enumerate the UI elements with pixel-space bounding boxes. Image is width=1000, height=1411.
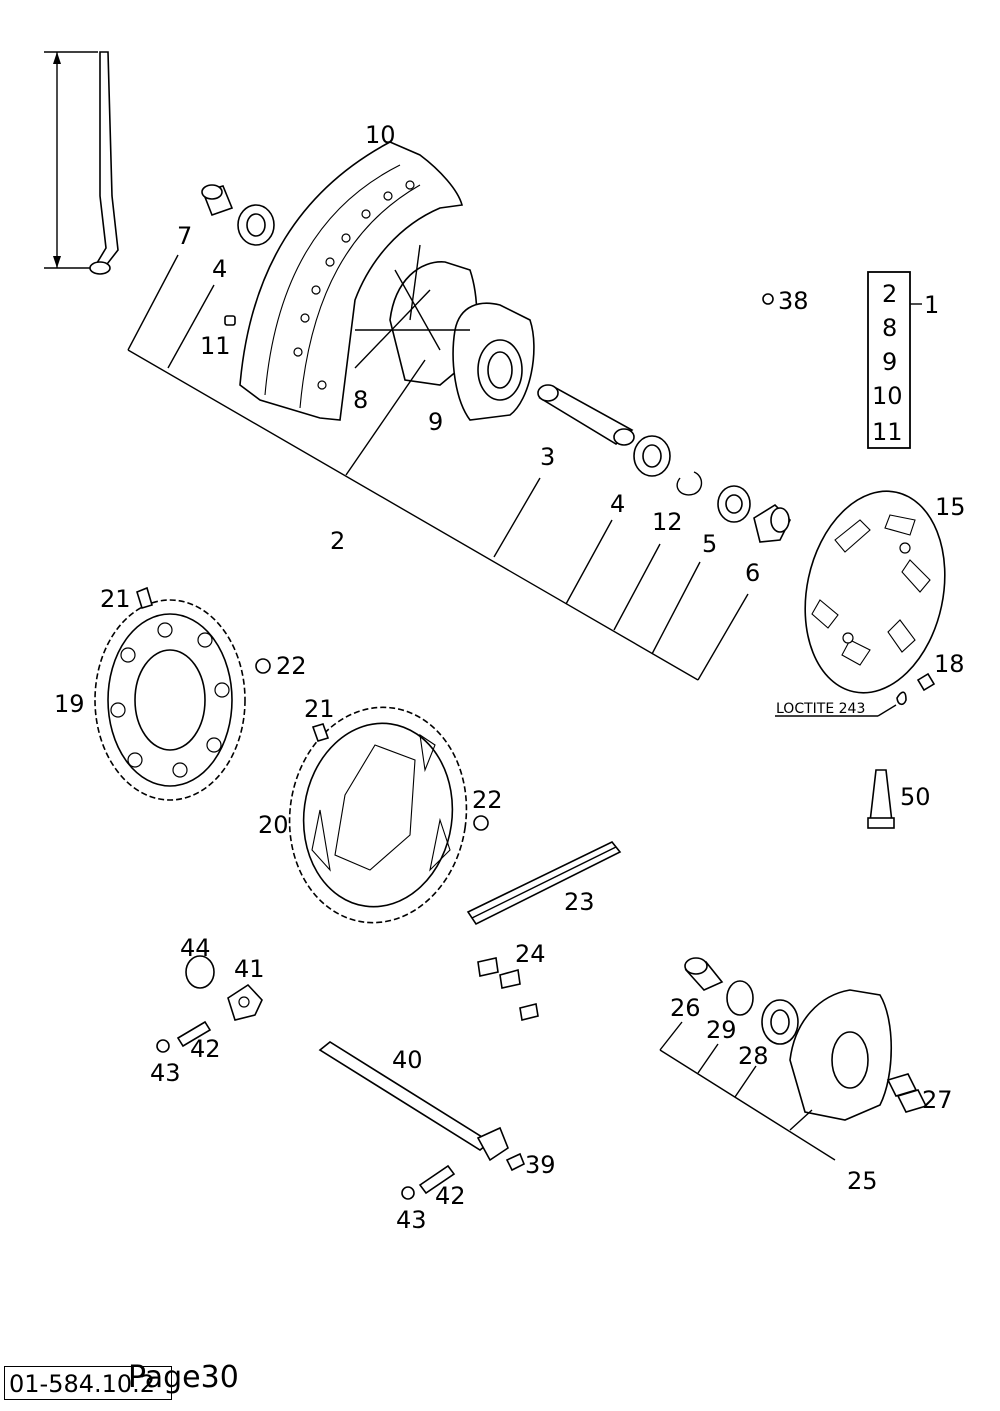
bolt-42-top xyxy=(176,1020,212,1048)
label-28: 28 xyxy=(738,1042,769,1070)
label-21-mid: 21 xyxy=(304,695,335,723)
label-22-top: 22 xyxy=(276,652,307,680)
shaft-seal xyxy=(717,485,751,523)
nut-43-bottom xyxy=(401,1186,415,1200)
label-2: 2 xyxy=(330,527,345,555)
label-38: 38 xyxy=(778,287,809,315)
chain-joint xyxy=(477,957,539,1021)
label-27: 27 xyxy=(922,1086,953,1114)
axle-cap-39 xyxy=(505,1152,526,1172)
label-43-top: 43 xyxy=(150,1059,181,1087)
axle-tube xyxy=(537,384,635,446)
leader-lines xyxy=(127,254,749,681)
brake-disc xyxy=(804,490,946,694)
disc-bolt xyxy=(896,672,936,706)
label-9-kit: 9 xyxy=(882,348,897,376)
bolt-42-bottom xyxy=(418,1164,456,1195)
spacer-bushing xyxy=(201,184,234,217)
label-21-top: 21 xyxy=(100,585,131,613)
label-12: 12 xyxy=(652,508,683,536)
label-18: 18 xyxy=(934,650,965,678)
sprocket-bolt-top xyxy=(136,586,153,609)
spoke xyxy=(44,51,119,275)
circlip xyxy=(676,471,703,496)
label-8: 8 xyxy=(353,386,368,414)
carrier-bushing-26 xyxy=(684,957,724,991)
drawing-code: 01-584.10.2 xyxy=(4,1366,172,1400)
label-20: 20 xyxy=(258,811,289,839)
label-23: 23 xyxy=(564,888,595,916)
hub xyxy=(354,244,535,421)
spacer xyxy=(753,503,791,543)
sprocket-carrier xyxy=(789,989,892,1121)
bearing-right xyxy=(633,435,671,477)
label-39: 39 xyxy=(525,1151,556,1179)
label-42-top: 42 xyxy=(190,1035,221,1063)
kit-box xyxy=(867,271,922,449)
label-6: 6 xyxy=(745,559,760,587)
sprocket-20 xyxy=(288,706,468,924)
label-26: 26 xyxy=(670,994,701,1022)
chain-adjuster-41 xyxy=(227,983,263,1021)
label-29: 29 xyxy=(706,1016,737,1044)
carrier-leader-lines xyxy=(659,1021,836,1161)
label-43-bottom: 43 xyxy=(396,1206,427,1234)
label-1: 1 xyxy=(924,291,939,319)
label-50: 50 xyxy=(900,783,931,811)
bearing-top xyxy=(237,204,275,246)
label-10-kit: 10 xyxy=(872,382,903,410)
label-2-kit: 2 xyxy=(882,280,897,308)
sprocket-bolt-mid xyxy=(311,723,330,742)
label-9: 9 xyxy=(428,408,443,436)
sprocket-19 xyxy=(94,599,246,801)
label-42-bottom: 42 xyxy=(435,1182,466,1210)
label-41: 41 xyxy=(234,955,265,983)
loctite-note: LOCTITE 243 xyxy=(776,701,865,717)
label-3: 3 xyxy=(540,443,555,471)
carrier-bearing-28 xyxy=(761,999,799,1045)
rim xyxy=(239,141,464,421)
spoke-nipple xyxy=(224,315,236,326)
axle xyxy=(318,1041,509,1162)
label-7: 7 xyxy=(177,222,192,250)
label-25: 25 xyxy=(847,1167,878,1195)
label-24: 24 xyxy=(515,940,546,968)
label-44: 44 xyxy=(180,934,211,962)
screw-38 xyxy=(762,293,774,305)
label-4-top: 4 xyxy=(212,255,227,283)
carrier-dampers-27 xyxy=(886,1073,928,1113)
carrier-seal-29 xyxy=(726,980,754,1016)
label-22-mid: 22 xyxy=(472,786,503,814)
page-number: Page30 xyxy=(128,1360,239,1395)
label-40: 40 xyxy=(392,1046,423,1074)
label-4: 4 xyxy=(610,490,625,518)
sprocket-nut-mid xyxy=(473,815,489,831)
label-5: 5 xyxy=(702,530,717,558)
bushing-44 xyxy=(185,955,215,989)
sprocket-nut-top xyxy=(255,658,271,674)
label-10: 10 xyxy=(365,121,396,149)
chain xyxy=(466,841,622,926)
loctite-bottle xyxy=(867,769,895,829)
label-15: 15 xyxy=(935,493,966,521)
label-11-kit: 11 xyxy=(872,418,903,446)
label-8-kit: 8 xyxy=(882,314,897,342)
label-19: 19 xyxy=(54,690,85,718)
label-11: 11 xyxy=(200,332,231,360)
nut-43-top xyxy=(156,1039,170,1053)
